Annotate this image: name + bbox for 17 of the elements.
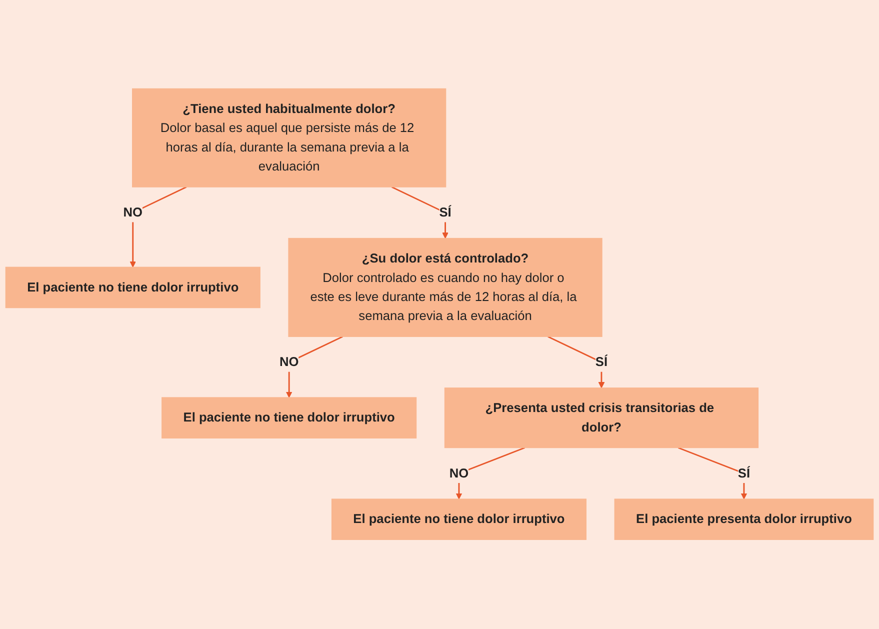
node-box: El paciente no tiene dolor irruptivo	[162, 397, 417, 439]
node-box: El paciente no tiene dolor irruptivo	[5, 267, 260, 308]
edge-label: SÍ	[738, 466, 750, 480]
node-box: ¿Presenta usted crisis transitorias de dolor?	[444, 388, 759, 448]
node-box: ¿Su dolor está controlado? Dolor controlado es cuando no hay dolor o este es leve durante más de 12 horas al día, la semana previa a la evaluación	[288, 238, 602, 338]
node-box: ¿Tiene usted habitualmente dolor? Dolor basal es aquel que persiste más de 12 horas al día, durante la semana previa a la evaluación	[132, 88, 446, 188]
edge-label: SÍ	[595, 355, 608, 370]
arrow	[130, 186, 187, 268]
edge-label: NO	[279, 355, 299, 370]
arrow	[456, 447, 525, 500]
edge-label: SÍ	[439, 206, 452, 220]
node-box: El paciente no tiene dolor irruptivo	[331, 499, 586, 540]
arrow	[678, 447, 748, 500]
node-box: El paciente presenta dolor irruptivo	[614, 499, 874, 540]
arrow	[286, 336, 343, 398]
edge-label: NO	[123, 206, 142, 220]
edge-label: NO	[449, 466, 469, 480]
